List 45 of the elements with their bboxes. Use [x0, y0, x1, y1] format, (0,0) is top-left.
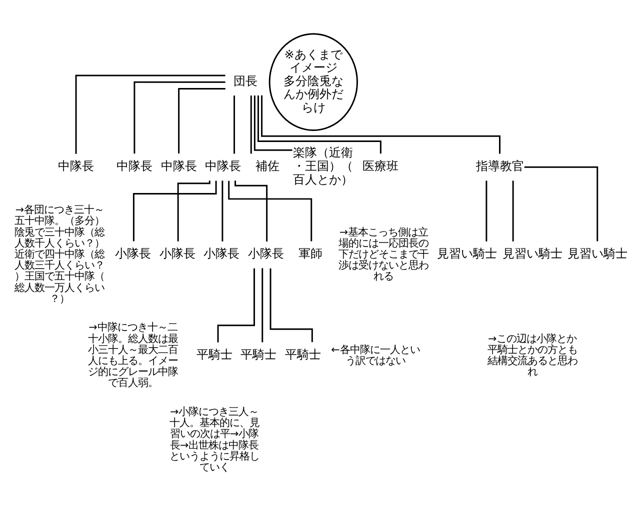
connector [262, 268, 264, 342]
node-text: 小隊長 [114, 246, 151, 261]
node-text: 中隊長 [205, 158, 242, 173]
connector [261, 95, 500, 154]
node-text: 小隊長 [204, 246, 240, 261]
label: →中隊につき十～二十小隊。総人数は最小三十人～最大二百人にも上る。イメージ的にグレール中隊で百人弱。 [88, 322, 178, 390]
connector [132, 180, 217, 242]
label: ←各中隊に一人という訳ではない [331, 344, 420, 368]
node-text: 楽隊（近衛・王国）（百人とか） [293, 146, 354, 186]
node-text: 小隊長 [159, 246, 196, 261]
connector [217, 268, 255, 342]
node-text: 見習い騎士 [567, 246, 628, 261]
node-text: 小隊長 [248, 246, 284, 261]
connector [524, 166, 598, 242]
node-text: 補佐 [256, 158, 280, 173]
connector [254, 96, 292, 151]
connector [75, 74, 226, 154]
connector [134, 81, 226, 154]
connector [177, 180, 210, 242]
node-text: 中隊長 [160, 158, 197, 173]
node-text: 平騎士 [196, 348, 232, 362]
label: →この辺は小隊とか平騎士とかの方とも結構交流あると思われ [487, 332, 578, 378]
node-text: 中隊長 [58, 158, 94, 173]
connector [250, 96, 252, 154]
node-circle: ※あくまでイメージ 多分陰兎なんか例外だらけ [268, 33, 358, 131]
connector [258, 96, 382, 154]
node-text: 見習い騎士 [502, 246, 562, 261]
node-text: 平騎士 [285, 348, 322, 362]
node-text: 平騎士 [240, 348, 277, 362]
connector [228, 180, 312, 242]
node-text: 中隊長 [116, 158, 152, 173]
connector [234, 96, 236, 154]
connector [512, 180, 514, 242]
label: →小隊につき三人～十人。基本的に、見習いの次は平→小隊長→出世株は中隊長というように昇格していく [169, 406, 260, 474]
connector [178, 88, 226, 154]
label: →基本こっち側は立場的には一応団長の下だけどそこまで干渉は受けないと思われる [338, 226, 429, 283]
node-text: 医療班 [362, 158, 399, 173]
connector [234, 180, 268, 242]
node-text: 軍師 [298, 246, 322, 261]
node-text: 団長 [233, 74, 258, 88]
node-text: 見習い騎士 [437, 246, 498, 261]
connector [222, 180, 224, 242]
label: →各団につき三十～五十中隊。（多分）陰兎で三十中隊（総人数千人くらい？）近衛で四十中隊（総人数三千人くらい？）王国で五十中隊（総人数一万人くらい？） [14, 204, 105, 305]
connector [486, 180, 488, 242]
node-text: 指導教官 [476, 158, 524, 173]
